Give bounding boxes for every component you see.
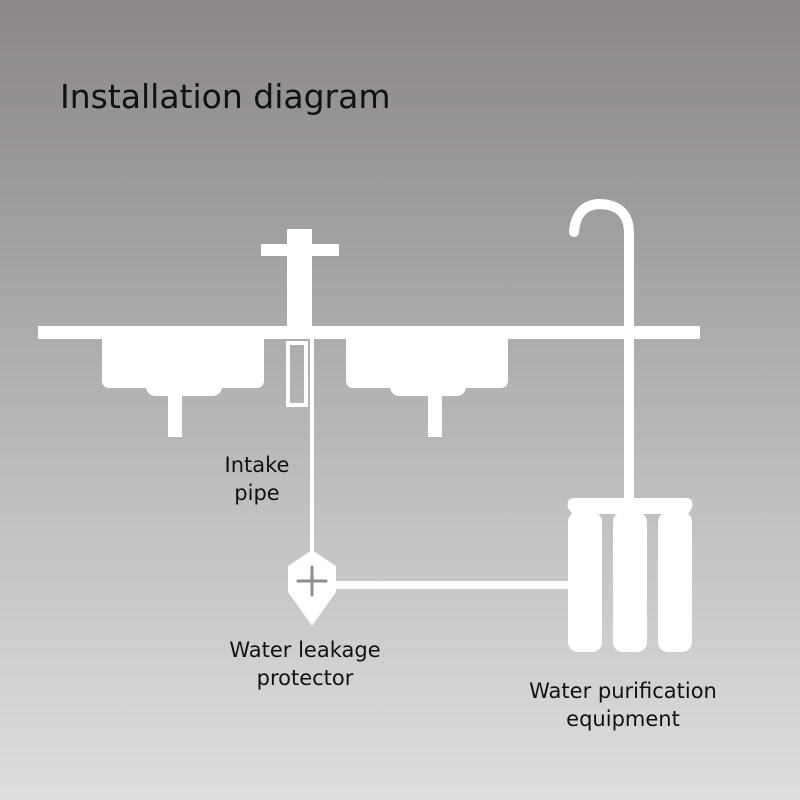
leak-protector-label: Water leakage protector [205, 636, 405, 692]
filter-top-cap [567, 498, 693, 514]
left-sink-drain [168, 395, 182, 437]
filter-cartridge-1 [568, 512, 602, 652]
right-sink-basin [346, 339, 508, 396]
filter-cartridge-3 [658, 512, 692, 652]
purification-label: Water purification equipment [498, 677, 748, 733]
leak-protector-label-line2: protector [256, 666, 354, 690]
filter-cartridge-2 [613, 512, 647, 652]
main-faucet-body [287, 229, 312, 326]
intake-pipe-label: Intake pipe [212, 451, 302, 507]
purifier-faucet-spout [569, 198, 634, 237]
intake-pipe-label-line2: pipe [234, 481, 280, 505]
left-sink-basin [102, 339, 264, 396]
purification-label-line2: equipment [566, 707, 680, 731]
intake-pipe-label-line1: Intake [224, 453, 290, 477]
intake-pipe-valve [286, 341, 308, 407]
connector-pipe [335, 581, 570, 589]
purification-label-line1: Water purification [529, 679, 717, 703]
leak-protector-label-line1: Water leakage [229, 638, 381, 662]
purifier-faucet-pole [624, 230, 634, 500]
right-sink-drain [428, 395, 442, 437]
countertop [38, 326, 700, 339]
diagram-title: Installation diagram [60, 77, 391, 116]
